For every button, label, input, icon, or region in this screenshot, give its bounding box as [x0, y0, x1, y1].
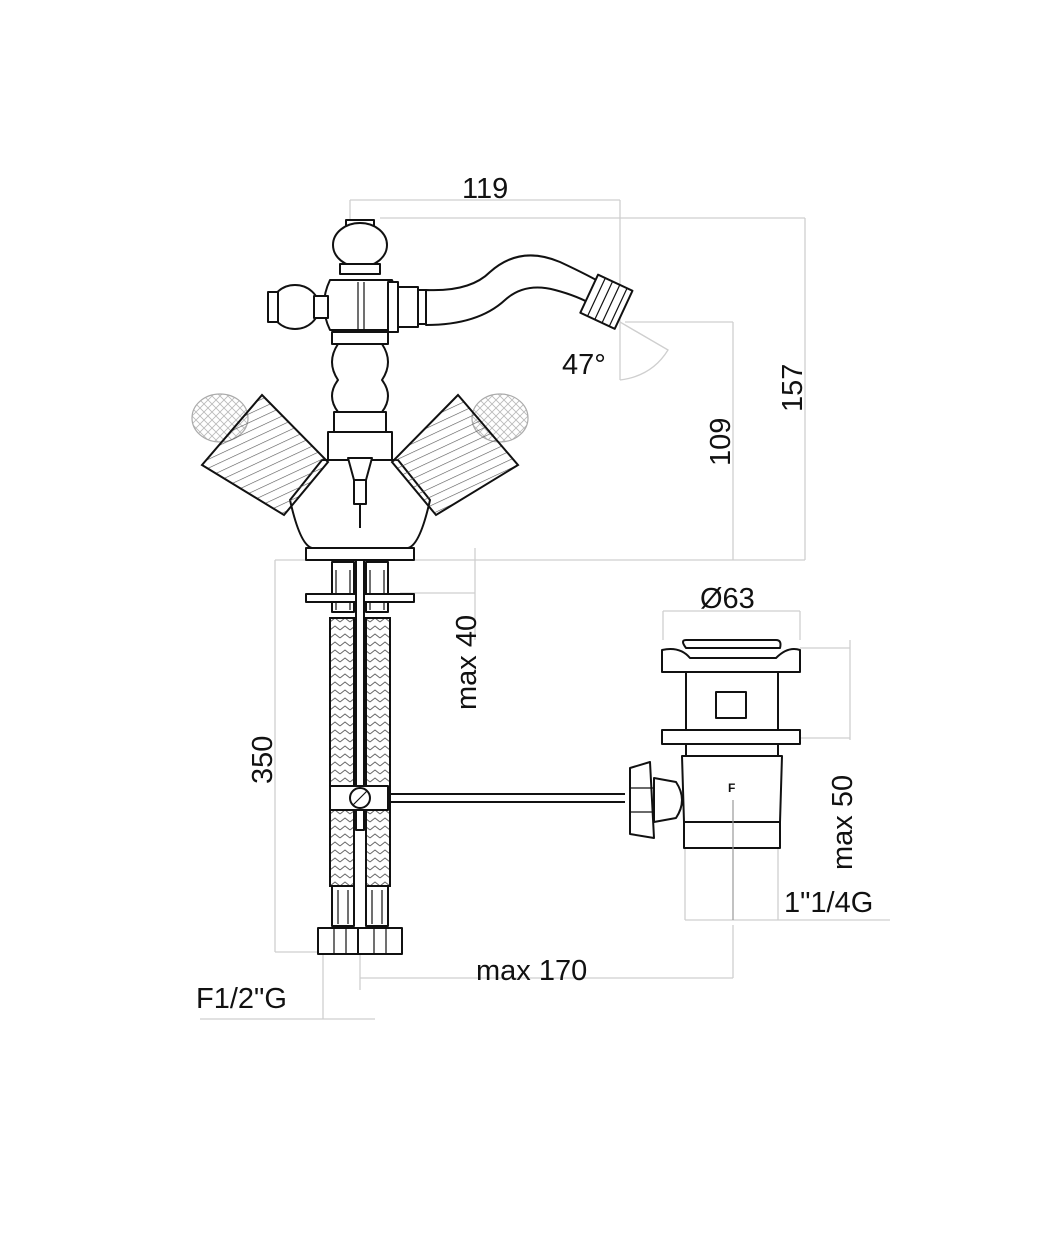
dimension-labels: 119 157 109 47° max 40 350 Ø63 max 50 1"… — [196, 173, 873, 1015]
waste-marking: F — [728, 781, 735, 795]
overall-height-label: 157 — [777, 364, 809, 412]
top-width-label: 119 — [462, 173, 508, 205]
rod-reach-label: max 170 — [476, 955, 587, 987]
deck-thickness-label: max 40 — [451, 615, 483, 710]
waste-thread-label: 1"1/4G — [784, 887, 873, 919]
popup-waste: F — [629, 639, 801, 920]
spout-angle-label: 47° — [562, 349, 606, 381]
dimension-lines — [200, 199, 890, 1020]
supply-thread-label: F1/2"G — [196, 983, 287, 1015]
spout-height-label: 109 — [705, 418, 737, 466]
lift-rod — [329, 559, 625, 831]
faucet — [191, 219, 634, 561]
waste-depth-label: max 50 — [827, 775, 859, 870]
hose-length-label: 350 — [247, 736, 279, 784]
waste-diameter-label: Ø63 — [700, 583, 755, 615]
